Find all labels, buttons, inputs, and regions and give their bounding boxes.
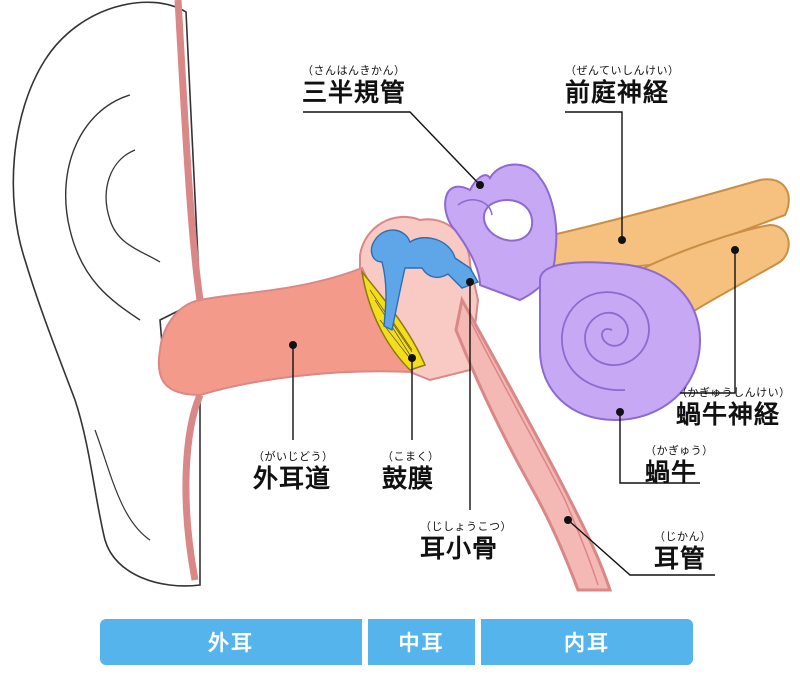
- cochlea-spiral: [561, 291, 650, 391]
- ruby-vestibular: （ぜんていしんけい）: [565, 64, 680, 77]
- name-cochlea: 蝸牛: [645, 458, 698, 487]
- leader-lines: [292, 111, 736, 576]
- label-eardrum: （こまく） 鼓膜: [382, 448, 440, 494]
- name-cochlear-nerve: 蝸牛神経: [676, 400, 781, 429]
- ruby-eardrum: （こまく）: [382, 450, 440, 463]
- region-bar-inner-ear: 内耳: [481, 619, 693, 665]
- ruby-eustachian: （じかん）: [654, 530, 712, 543]
- ruby-cochlear-nerve: （かぎゅうしんけい）: [676, 386, 791, 399]
- auricle-inner-fold: [105, 149, 161, 263]
- ear-canal: [157, 266, 414, 397]
- name-ear-canal: 外耳道: [253, 464, 332, 493]
- label-eustachian-tube: （じかん） 耳管: [654, 528, 712, 574]
- eustachian-tube: [454, 295, 613, 592]
- ruby-cochlea: （かぎゅう）: [645, 444, 714, 457]
- label-cochlear-nerve: （かぎゅうしんけい） 蝸牛神経: [676, 384, 791, 430]
- name-ossicles: 耳小骨: [420, 534, 499, 563]
- region-bar-middle-ear: 中耳: [368, 619, 475, 665]
- label-semicircular-canals: （さんはんきかん） 三半規管: [302, 62, 406, 108]
- head-skin-line-lower: [182, 393, 204, 581]
- semicircular-canals: [444, 163, 558, 302]
- region-bar-outer-ear: 外耳: [100, 619, 362, 665]
- ruby-ear-canal: （がいじどう）: [253, 450, 334, 463]
- name-semicircular: 三半規管: [302, 78, 407, 107]
- head-skin-line: [174, 0, 204, 301]
- label-ear-canal: （がいじどう） 外耳道: [253, 448, 334, 494]
- ruby-ossicles: （じしょうこつ）: [420, 520, 512, 533]
- auricle-fold: [65, 94, 141, 321]
- ossicles: [370, 229, 480, 332]
- leader-dots: [289, 181, 739, 524]
- name-vestibular: 前庭神経: [565, 78, 670, 107]
- semicircular-inner: [457, 199, 493, 216]
- name-eardrum: 鼓膜: [382, 464, 435, 493]
- eustachian-tube-inner: [469, 319, 599, 586]
- label-vestibular-nerve: （ぜんていしんけい） 前庭神経: [565, 62, 679, 108]
- label-ossicles: （じしょうこつ） 耳小骨: [420, 518, 512, 564]
- label-cochlea: （かぎゅう） 蝸牛: [645, 442, 714, 488]
- ruby-semicircular: （さんはんきかん）: [302, 64, 406, 77]
- auricle-lobe: [94, 429, 151, 541]
- name-eustachian: 耳管: [654, 544, 707, 573]
